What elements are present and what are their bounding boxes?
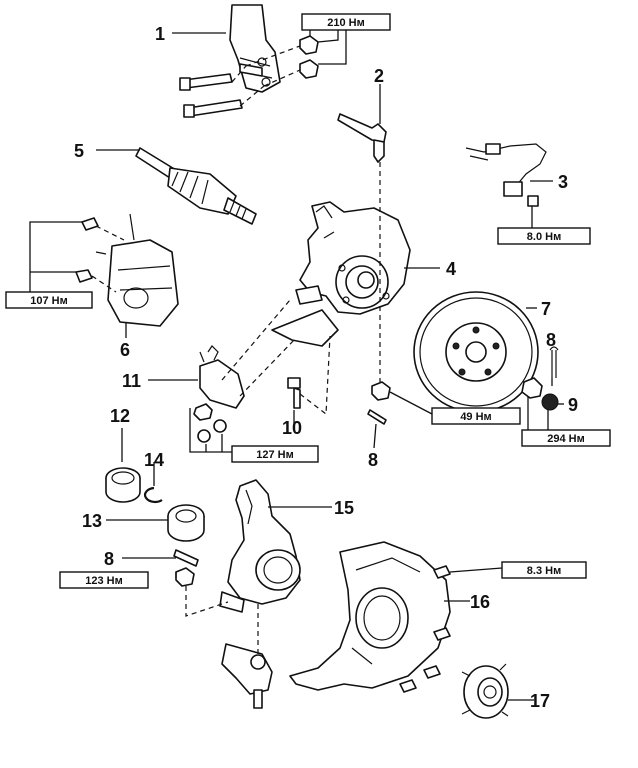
callout-3: 3 [558,172,568,192]
callout-5: 5 [74,141,84,161]
torque-box-210: 210 Нм [301,13,391,31]
callout-10: 10 [282,418,302,438]
callout-16: 16 [470,592,490,612]
ball-joint-nut [175,567,195,587]
callout-6: 6 [120,340,130,360]
strut-bracket [229,4,281,93]
hub-bearing [167,504,205,542]
dust-shield [289,541,451,691]
speed-sensor [465,143,547,207]
steering-knuckle [271,201,411,347]
torque-value: 127 Нм [256,449,294,461]
tie-rod-nut [371,381,391,401]
steering-bracket [199,345,245,409]
torque-value: 123 Нм [85,575,123,587]
callout-17: 17 [530,691,550,711]
torque-box-107: 107 Нм [5,291,93,309]
torque-value: 107 Нм [30,295,68,307]
brake-disc [413,291,539,413]
torque-value: 49 Нм [460,411,491,423]
torque-connectors [29,28,549,578]
strut-bolts [179,73,243,118]
cotter-pin-upper [549,346,559,378]
torque-box-8-0: 8.0 Нм [497,227,591,245]
lower-ball-joint [221,643,273,709]
callout-8-middle: 8 [368,450,378,470]
axle-hub [461,663,509,719]
dust-deflector [105,467,141,503]
callout-4: 4 [446,259,456,279]
knuckle-bolt [287,377,301,409]
callout-12: 12 [110,406,130,426]
torque-value: 210 Нм [327,17,365,29]
strut-nuts [299,35,319,79]
callout-8-upper: 8 [546,330,556,350]
caliper-bolts [75,217,99,283]
torque-box-123: 123 Нм [59,571,149,589]
torque-value: 294 Нм [547,433,585,445]
cotter-pin-lower [173,549,199,567]
torque-box-8-3: 8.3 Нм [501,561,587,579]
lock-nut [521,377,559,411]
torque-box-294: 294 Нм [521,429,611,447]
callout-13: 13 [82,511,102,531]
dust-shield-bolts [399,565,451,693]
callout-8-lower: 8 [104,549,114,569]
callout-14: 14 [144,450,164,470]
callout-2: 2 [374,66,384,86]
callout-7: 7 [541,299,551,319]
tie-rod-end [337,113,387,163]
callout-15: 15 [334,498,354,518]
brake-caliper [95,213,179,327]
cotter-pin-middle [367,409,387,425]
drive-shaft [135,147,257,225]
torque-value: 8.3 Нм [527,565,561,577]
callout-1: 1 [155,24,165,44]
torque-box-49: 49 Нм [431,407,521,425]
torque-box-127: 127 Нм [231,445,319,463]
callout-9: 9 [568,395,578,415]
snap-ring [143,486,163,504]
leader-lines [96,32,564,701]
steering-knuckle-disassembled [219,479,301,613]
callout-11: 11 [122,371,141,391]
torque-value: 8.0 Нм [527,231,561,243]
bracket-nuts [193,403,227,443]
